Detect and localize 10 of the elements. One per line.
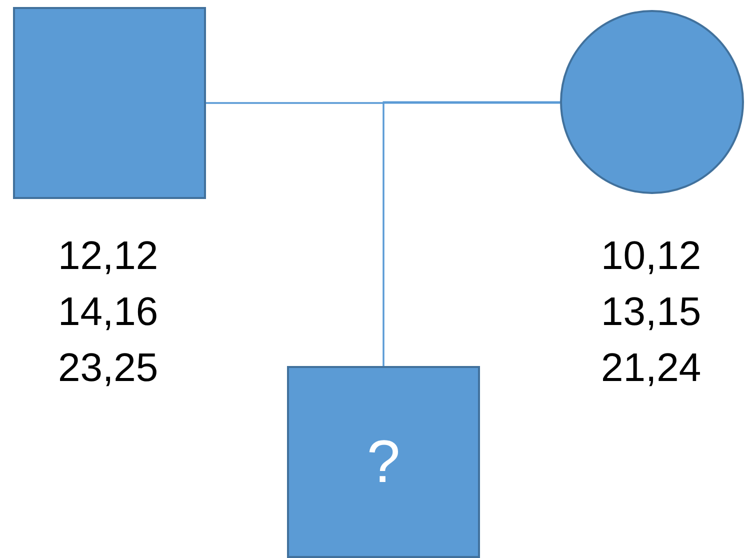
square-symbol — [13, 7, 206, 199]
genotype-label: 14,16 — [58, 289, 158, 336]
genotype-label: 23,25 — [58, 345, 158, 392]
connector-line — [382, 101, 560, 366]
genotype-label: 12,12 — [58, 233, 158, 280]
square-symbol — [287, 366, 480, 558]
genotype-label: 13,15 — [601, 289, 702, 336]
genotype-label: 21,24 — [601, 345, 702, 392]
question-mark: ? — [366, 432, 400, 492]
genotype-label: 10,12 — [601, 233, 702, 280]
